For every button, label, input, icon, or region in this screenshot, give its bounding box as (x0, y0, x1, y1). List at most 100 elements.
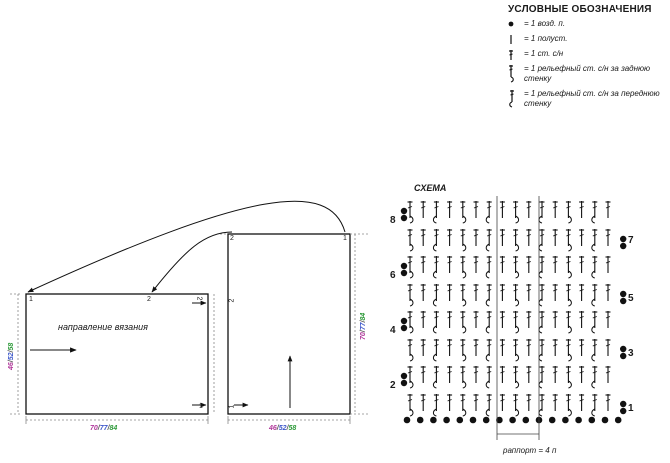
stitch-mark (447, 366, 453, 383)
size-3: 84 (109, 425, 118, 432)
stitch-mark (447, 394, 453, 411)
stitch-mark (420, 366, 426, 383)
chain-dot (620, 345, 627, 353)
legend-item-chain: = 1 возд. п. (508, 19, 668, 29)
stitch-mark (565, 229, 572, 252)
stitch-mark (591, 311, 598, 334)
stitch-mark (460, 284, 467, 307)
scheme-title: СХЕМА (414, 183, 447, 193)
foundation-chain-dot (509, 416, 516, 424)
stitch-mark (538, 394, 545, 417)
stitch-mark (538, 311, 545, 334)
stitch-mark (473, 311, 479, 328)
stitch-mark (526, 311, 532, 328)
stitch-mark (513, 256, 520, 279)
foundation-chain-dot (575, 416, 582, 424)
stitch-mark (473, 394, 479, 411)
foundation-chain-dot (443, 416, 450, 424)
stitch-mark (473, 284, 479, 301)
direction-label: направление вязания (58, 322, 148, 332)
stitch-mark (499, 339, 505, 356)
chain-dot (400, 214, 408, 222)
stitch-mark (552, 311, 558, 328)
stitch-mark (420, 284, 426, 301)
stitch-mark (432, 256, 439, 279)
row-label-4: 4 (390, 325, 396, 336)
legend-text-dc: = 1 ст. с/н (524, 49, 564, 58)
row-label-7: 7 (628, 235, 634, 246)
stitch-mark (552, 256, 558, 273)
connection-arrow-1 (27, 200, 346, 293)
stitch-mark (447, 339, 453, 356)
chain-dot (620, 400, 627, 408)
chain-dot (400, 207, 408, 215)
right-corner-label-ml: 2 (228, 298, 236, 303)
legend-title: УСЛОВНЫЕ ОБОЗНАЧЕНИЯ (508, 4, 652, 15)
stitch-mark (473, 366, 479, 383)
stitch-mark (407, 311, 414, 334)
left-corner-label-tr: 2 (195, 296, 203, 301)
stitch-mark (473, 201, 479, 218)
stitch-mark (420, 311, 426, 328)
stitch-mark (565, 256, 572, 279)
stitch-mark (605, 311, 611, 328)
size-2: 77 (360, 322, 367, 331)
legend-item-slip: = 1 полуст. (508, 34, 668, 44)
double-crochet-icon (509, 50, 513, 60)
stitch-mark (420, 256, 426, 273)
foundation-chain-dot (548, 416, 556, 424)
stitch-mark (579, 394, 585, 411)
foundation-chain-dot (456, 416, 464, 424)
stitch-mark (407, 366, 414, 389)
stitch-mark (605, 229, 611, 246)
stitch-mark (538, 284, 545, 307)
legend-text-front-post: = 1 рельефный ст. с/н за переднюю стенку (524, 89, 660, 108)
stitch-mark (460, 394, 467, 417)
stitch-mark (538, 229, 545, 252)
stitch-mark (513, 311, 520, 334)
stitch-mark (420, 394, 426, 411)
size-1: 46 (8, 362, 15, 370)
stitch-mark (513, 229, 520, 252)
stitch-mark (565, 394, 572, 417)
stitch-mark (407, 229, 414, 252)
stitch-mark (447, 256, 453, 273)
stitch-mark (513, 201, 520, 224)
stitch-mark (552, 201, 558, 218)
stitch-mark (499, 394, 505, 411)
stitch-mark (513, 394, 520, 417)
stitch-mark (407, 284, 414, 307)
foundation-chain-dot (588, 416, 596, 424)
stitch-mark (552, 229, 558, 246)
connection-arrow-2 (151, 231, 233, 293)
right-corner-label-bl: 1 (228, 404, 236, 409)
size-3: 84 (360, 312, 367, 321)
stitch-mark (605, 201, 611, 218)
row-label-5: 5 (628, 293, 634, 304)
back-post-dc-icon (509, 65, 514, 83)
slip-stitch-icon (510, 35, 512, 44)
foundation-chain-dot (614, 416, 622, 424)
front-post-dc-icon (509, 90, 514, 108)
stitch-mark (605, 256, 611, 273)
legend-item-dc: = 1 ст. с/н (508, 49, 668, 60)
foundation-chain-dot (482, 416, 490, 424)
right-corner-label-tr: 1 (343, 235, 347, 242)
stitch-mark (526, 366, 532, 383)
stitch-mark (513, 366, 520, 389)
legend-text-back-post: = 1 рельефный ст. с/н за заднюю стенку (524, 64, 651, 83)
foundation-chain-dot (403, 416, 411, 424)
size-2: 52 (278, 425, 287, 432)
stitch-mark (432, 366, 439, 389)
stitch-mark (513, 284, 520, 307)
stitch-mark (579, 366, 585, 383)
stitch-mark (605, 394, 611, 411)
row-label-3: 3 (628, 348, 634, 359)
stitch-mark (407, 201, 414, 224)
stitch-mark (460, 201, 467, 224)
right-piece-outline (227, 233, 351, 415)
stitch-mark (432, 201, 439, 224)
size-2: 52 (8, 352, 15, 361)
stitch-mark (485, 311, 492, 334)
stitch-mark (591, 201, 598, 224)
